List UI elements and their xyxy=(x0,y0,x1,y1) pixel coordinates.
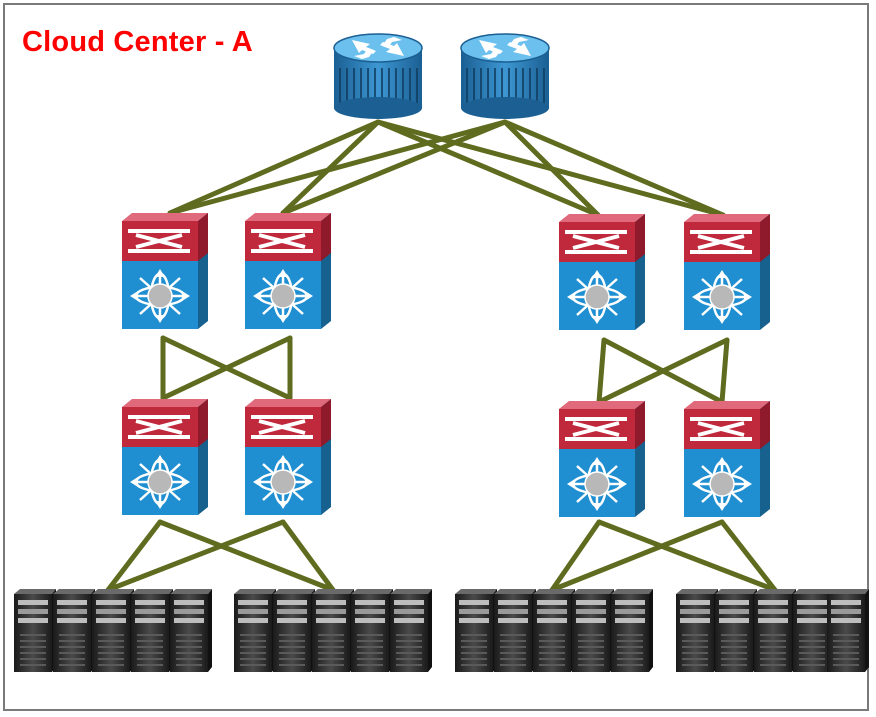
router-icon xyxy=(460,33,550,120)
server-tower-icon xyxy=(533,589,575,672)
server-tower-icon xyxy=(572,589,614,672)
multilayer-switch-icon xyxy=(682,212,772,332)
server-tower-icon xyxy=(390,589,432,672)
link xyxy=(375,119,601,218)
server-tower-icon xyxy=(611,589,653,672)
link xyxy=(105,519,286,593)
link xyxy=(502,119,726,218)
server-tower-icon xyxy=(92,589,134,672)
server-group-1 xyxy=(14,589,212,672)
server-tower-icon xyxy=(827,589,869,672)
server-tower-icon xyxy=(131,589,173,672)
multilayer-switch-icon xyxy=(120,211,210,331)
link xyxy=(167,119,381,216)
server-tower-icon xyxy=(273,589,315,672)
link xyxy=(596,337,607,405)
server-tower-icon xyxy=(455,589,497,672)
link xyxy=(549,519,602,593)
server-tower-icon xyxy=(351,589,393,672)
server-group-4 xyxy=(676,589,869,672)
server-tower-icon xyxy=(312,589,354,672)
diagram-title: Cloud Center - A xyxy=(22,26,253,58)
server-tower-icon xyxy=(494,589,536,672)
multilayer-switch-icon xyxy=(243,211,333,331)
multilayer-switch-icon xyxy=(682,399,772,519)
diagram-frame xyxy=(3,3,869,711)
links xyxy=(105,119,778,593)
multilayer-switch-icon xyxy=(243,397,333,517)
multilayer-switch-icon xyxy=(120,397,210,517)
router-icon xyxy=(333,33,423,120)
server-tower-icon xyxy=(53,589,95,672)
server-tower-icon xyxy=(676,589,718,672)
link xyxy=(280,519,336,593)
link xyxy=(157,519,336,593)
server-tower-icon xyxy=(14,589,56,672)
multilayer-switch-icon xyxy=(557,212,647,332)
multilayer-switch-icon xyxy=(557,399,647,519)
server-tower-icon xyxy=(754,589,796,672)
link xyxy=(502,119,601,218)
link xyxy=(280,119,508,216)
server-group-2 xyxy=(234,589,432,672)
link xyxy=(105,519,163,593)
link xyxy=(167,119,508,216)
link xyxy=(596,337,730,405)
server-tower-icon xyxy=(715,589,757,672)
link xyxy=(160,335,293,401)
server-tower-icon xyxy=(170,589,212,672)
link xyxy=(719,519,778,593)
server-tower-icon xyxy=(234,589,276,672)
link xyxy=(596,519,778,593)
link xyxy=(549,519,725,593)
server-group-3 xyxy=(455,589,653,672)
link xyxy=(719,337,730,405)
